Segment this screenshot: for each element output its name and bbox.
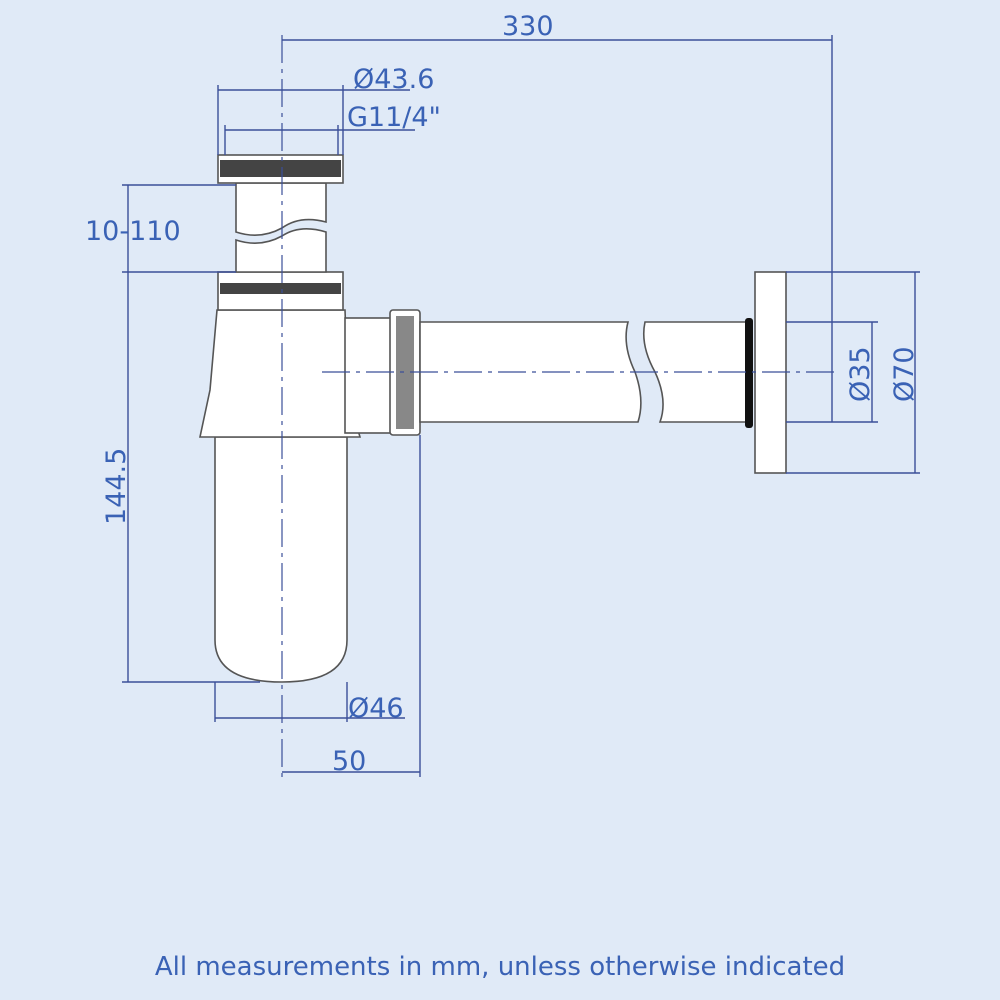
dim-144-5-label: 144.5 xyxy=(101,448,132,525)
measurement-note: All measurements in mm, unless otherwise… xyxy=(154,952,846,982)
dim-diameter-70-label: Ø70 xyxy=(889,346,920,402)
dim-diameter-35-label: Ø35 xyxy=(845,346,876,402)
dim-diameter-46-label: Ø46 xyxy=(348,693,404,724)
trap-body xyxy=(199,154,362,683)
outlet-pipe xyxy=(344,271,787,474)
dim-diameter-43-6-label: Ø43.6 xyxy=(353,64,434,95)
dimension-lines xyxy=(122,35,920,777)
dim-thread-label: G11/4" xyxy=(347,102,441,133)
dim-50-label: 50 xyxy=(332,746,366,777)
dim-10-110-label: 10-110 xyxy=(85,216,181,247)
dim-330-label: 330 xyxy=(502,11,554,42)
